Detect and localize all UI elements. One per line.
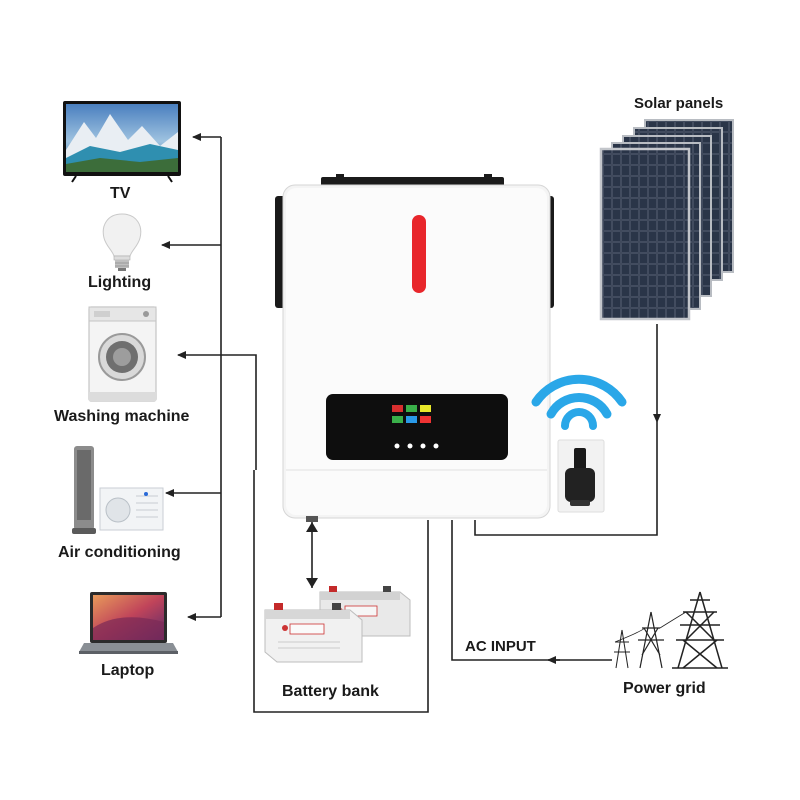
air-conditioner-icon (72, 446, 164, 534)
battery-icon (264, 586, 411, 663)
power-tower-icon (614, 591, 728, 669)
light-bulb-icon (102, 213, 142, 271)
label-battery-bank: Battery bank (282, 683, 379, 700)
output-loop-line (253, 470, 429, 713)
tower-small (614, 629, 630, 669)
label-air-conditioning: Air conditioning (58, 544, 181, 561)
hybrid-inverter (275, 174, 554, 522)
display-readout (392, 405, 439, 449)
label-tv: TV (110, 185, 131, 202)
wifi-icon (531, 374, 627, 430)
label-lighting: Lighting (88, 274, 152, 291)
inverter-display (326, 394, 508, 460)
laptop-icon (79, 592, 178, 654)
label-solar-panels: Solar panels (634, 95, 724, 112)
battery-front (264, 603, 363, 663)
label-power-grid: Power grid (623, 680, 706, 697)
inverter-to-washing-machine-line (177, 351, 257, 470)
connection-lines (161, 133, 661, 713)
label-ac-input: AC INPUT (465, 638, 536, 655)
label-washing-machine: Washing machine (54, 408, 190, 425)
solar-panel-icon (599, 119, 734, 321)
tower-large (672, 591, 728, 669)
label-laptop: Laptop (101, 662, 155, 679)
wifi-dongle (557, 439, 605, 513)
status-indicator-bar (412, 215, 426, 293)
tv-icon (63, 101, 181, 183)
solar-to-inverter-line (474, 422, 658, 536)
tower-medium (638, 611, 664, 669)
washing-machine-icon (88, 306, 157, 402)
